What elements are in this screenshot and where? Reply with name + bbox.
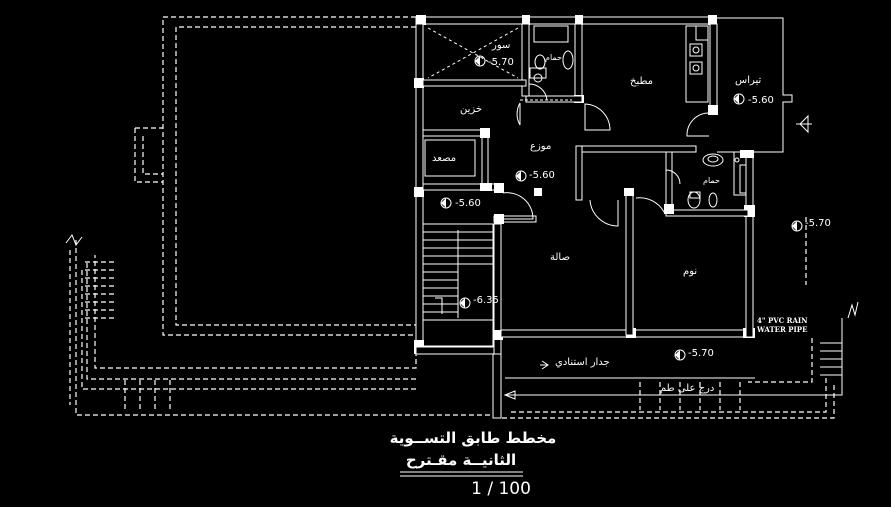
staircase [422, 223, 494, 347]
room-label-living: صالة [550, 252, 570, 263]
north-arrow-icon [796, 114, 812, 134]
level-marker-icon [515, 170, 527, 182]
drawing-title-line1: مخطط طابق التســوية [390, 429, 557, 447]
drawing-title-line2: الثانيــة مقـترح [406, 451, 516, 469]
level-marker-icon [440, 197, 452, 209]
room-label-mawzaa: موزع [530, 141, 551, 152]
notes: 4" PVC RAIN WATER PIPE جدار استنادي درج … [540, 316, 808, 394]
level-value: -5.60 [455, 198, 481, 209]
pipe-note-line1: 4" PVC RAIN [757, 316, 808, 325]
level-marker-icon [733, 93, 745, 105]
level-marker-icon [791, 220, 803, 232]
room-label-bath-top: حمام [545, 53, 562, 62]
room-label-storage: خزين [460, 104, 482, 115]
room-label-kitchen: مطبخ [630, 76, 653, 87]
exterior-stairs [501, 301, 859, 419]
room-label-terrace: تيراس [735, 75, 762, 86]
retaining-wall-note: جدار استنادي [555, 357, 610, 368]
title-block: مخطط طابق التســوية الثانيــة مقـترح 1 /… [390, 429, 557, 499]
level-markers [440, 55, 812, 361]
level-values: -5.70 -5.60 -5.60 -5.60 -5.70 -6.35 -5.7… [455, 57, 831, 359]
room-label-bath-right: حمام [703, 176, 720, 185]
level-value: -5.70 [488, 57, 514, 68]
level-value: -6.35 [473, 295, 499, 306]
level-marker-icon [674, 349, 686, 361]
level-value: -5.70 [805, 218, 831, 229]
level-marker-icon [474, 55, 486, 67]
room-label-bedroom: نوم [683, 266, 697, 277]
room-labels: سور حمام مطبخ تيراس خزين موزع مصعد حمام … [432, 40, 762, 277]
level-value: -5.60 [748, 95, 774, 106]
level-marker-icon [459, 297, 471, 309]
fixtures [424, 25, 747, 209]
site-boundary-dashed [65, 16, 807, 416]
level-value: -5.70 [688, 348, 714, 359]
drawing-scale: 1 / 100 [471, 479, 531, 499]
room-label-sur: سور [491, 40, 510, 51]
stair-fill-note: درج على طم [660, 383, 714, 394]
pipe-note-line2: WATER PIPE [756, 325, 807, 334]
door-swings [502, 83, 710, 227]
room-label-elevator: مصعد [432, 153, 456, 164]
level-value: -5.60 [529, 170, 555, 181]
